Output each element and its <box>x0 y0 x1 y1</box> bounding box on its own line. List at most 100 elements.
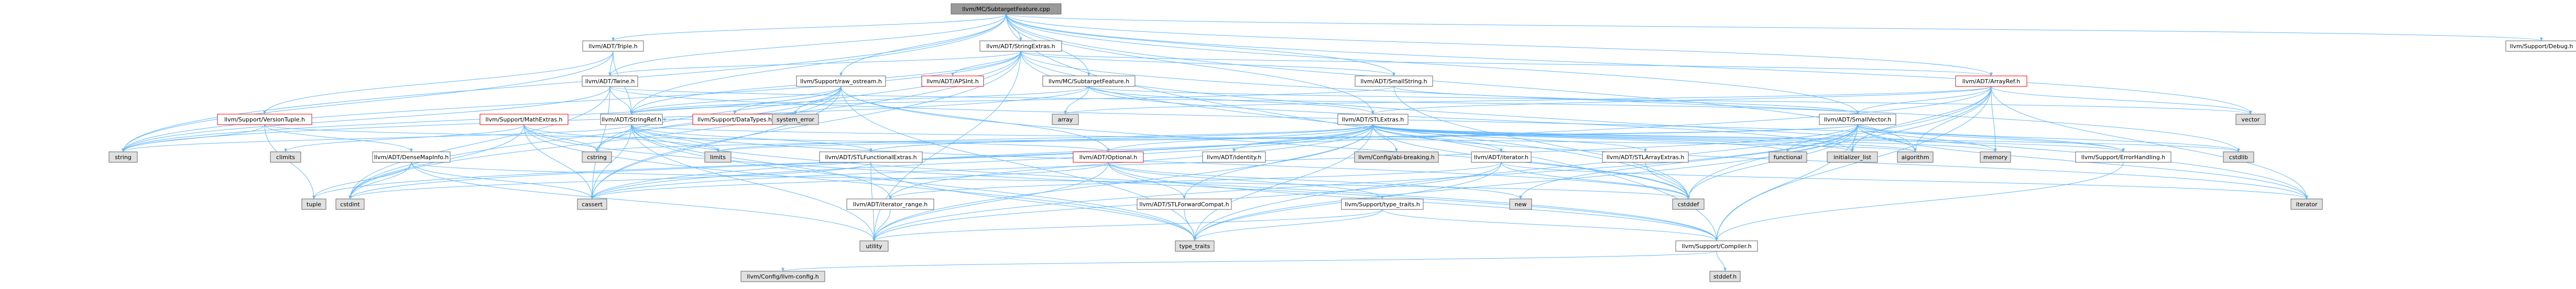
edge-stlextras-to-iterator <box>1372 124 1503 152</box>
node-box <box>2223 151 2254 163</box>
node-climits[interactable]: climits <box>270 151 301 163</box>
node-compiler[interactable]: llvm/Support/Compiler.h <box>1675 240 1758 252</box>
node-label: llvm/Support/type_traits.h <box>1345 201 1420 208</box>
node-identity[interactable]: llvm/ADT/identity.h <box>1202 151 1266 163</box>
edge-smallstring-to-cstddef <box>1393 86 1690 199</box>
edge-optional-to-stlforwardcompat <box>1108 162 1186 199</box>
node-subtargetfeature[interactable]: llvm/MC/SubtargetFeature.h <box>1042 75 1136 87</box>
node-box <box>600 114 663 125</box>
edge-root-to-triple <box>612 14 1007 41</box>
node-errorhandling[interactable]: llvm/Support/ErrorHandling.h <box>2075 151 2171 163</box>
node-initializer_list[interactable]: initializer_list <box>1827 151 1878 163</box>
edge-mathextras-to-cassert <box>523 124 594 199</box>
node-densemapinfo[interactable]: llvm/ADT/DenseMapInfo.h <box>372 151 451 163</box>
node-memory[interactable]: memory <box>1980 151 2011 163</box>
node-cstring[interactable]: cstring <box>582 151 612 163</box>
node-stringextras[interactable]: llvm/ADT/StringExtras.h <box>979 40 1062 52</box>
node-box <box>1471 151 1532 163</box>
edge-root-to-vector <box>1006 14 2252 115</box>
node-smallstring[interactable]: llvm/ADT/SmallString.h <box>1355 75 1433 87</box>
node-smallvector[interactable]: llvm/ADT/SmallVector.h <box>1819 114 1896 125</box>
node-box <box>2235 114 2266 125</box>
node-iterator[interactable]: llvm/ADT/iterator.h <box>1471 151 1532 163</box>
edge-smallvector-to-new <box>1519 124 1858 199</box>
node-label: cstdint <box>340 201 360 208</box>
node-stlextras[interactable]: llvm/ADT/STLExtras.h <box>1337 114 1409 125</box>
node-utility[interactable]: utility <box>859 240 889 252</box>
edge-stringref-to-iterator_range <box>631 124 892 199</box>
node-datatypes[interactable]: llvm/Support/DataTypes.h <box>692 114 777 125</box>
edge-layer <box>122 14 2543 272</box>
node-optional[interactable]: llvm/ADT/Optional.h <box>1073 151 1144 163</box>
node-label: llvm/ADT/Triple.h <box>588 43 637 50</box>
node-label: functional <box>1774 154 1803 161</box>
node-typetraits_h[interactable]: llvm/Support/type_traits.h <box>1341 198 1424 210</box>
node-root[interactable]: llvm/MC/SubtargetFeature.cpp <box>951 3 1062 15</box>
node-cassert[interactable]: cassert <box>577 198 607 210</box>
node-array[interactable]: array <box>1052 114 1079 125</box>
node-box <box>1709 271 1741 282</box>
node-apsint[interactable]: llvm/ADT/APSInt.h <box>921 75 984 87</box>
node-box <box>1042 75 1136 87</box>
edge-stlextras-to-errorhandling <box>1372 124 2125 152</box>
node-box <box>772 114 819 125</box>
node-iterator_sys[interactable]: iterator <box>2290 198 2323 210</box>
node-box <box>479 114 569 125</box>
node-label: llvm/ADT/Optional.h <box>1079 154 1137 161</box>
edge-densemapinfo-to-cstddef <box>411 162 1690 199</box>
node-algorithm[interactable]: algorithm <box>1897 151 1934 163</box>
edge-stringextras-to-arrayref <box>1020 51 1993 76</box>
node-stlforwardcompat[interactable]: llvm/ADT/STLForwardCompat.h <box>1137 198 1232 210</box>
edge-errorhandling-to-compiler <box>1715 162 2124 241</box>
node-vector[interactable]: vector <box>2235 114 2266 125</box>
node-box <box>372 151 451 163</box>
node-box <box>1073 151 1144 163</box>
node-arrayref[interactable]: llvm/ADT/ArrayRef.h <box>1955 75 2027 87</box>
node-new[interactable]: new <box>1509 198 1532 210</box>
node-type_traits[interactable]: type_traits <box>1175 240 1215 252</box>
node-stringref[interactable]: llvm/ADT/StringRef.h <box>600 114 663 125</box>
node-stddef[interactable]: stddef.h <box>1709 271 1741 282</box>
edge-subtargetfeature-to-array <box>1064 86 1089 115</box>
node-versiontuple[interactable]: llvm/Support/VersionTuple.h <box>217 114 312 125</box>
node-mathextras[interactable]: llvm/Support/MathExtras.h <box>479 114 569 125</box>
edge-versiontuple-to-densemapinfo <box>264 124 413 152</box>
edge-arrayref-to-cstddef <box>1687 86 1992 199</box>
node-label: llvm/ADT/APSInt.h <box>926 78 979 85</box>
node-box <box>1337 114 1409 125</box>
node-box <box>1137 198 1232 210</box>
node-box <box>1354 151 1439 163</box>
node-cstddef[interactable]: cstddef <box>1672 198 1705 210</box>
node-functional[interactable]: functional <box>1769 151 1807 163</box>
node-config_abi[interactable]: llvm/Config/abi-breaking.h <box>1354 151 1439 163</box>
node-box <box>1052 114 1079 125</box>
node-label: llvm/ADT/STLFunctionalExtras.h <box>825 154 916 161</box>
edge-smallvector-to-compiler <box>1715 124 1858 241</box>
node-string[interactable]: string <box>108 151 138 163</box>
node-triple[interactable]: llvm/ADT/Triple.h <box>582 40 644 52</box>
node-ostream[interactable]: llvm/Support/raw_ostream.h <box>796 75 886 87</box>
node-system_error[interactable]: system_error <box>772 114 819 125</box>
node-stlfunctionalextras[interactable]: llvm/ADT/STLFunctionalExtras.h <box>819 151 923 163</box>
node-stlarrayextras[interactable]: llvm/ADT/STLArrayExtras.h <box>1602 151 1689 163</box>
node-debug[interactable]: llvm/Support/Debug.h <box>2505 40 2576 52</box>
node-twine[interactable]: llvm/ADT/Twine.h <box>582 75 638 87</box>
edge-optional-to-cassert <box>591 162 1109 199</box>
node-tuple[interactable]: tuple <box>301 198 326 210</box>
edge-arrayref-to-algorithm <box>1914 86 1992 152</box>
node-limits[interactable]: limits <box>704 151 732 163</box>
node-label: initializer_list <box>1833 154 1872 161</box>
node-box <box>1341 198 1424 210</box>
node-cstdint[interactable]: cstdint <box>335 198 365 210</box>
node-box <box>582 151 612 163</box>
node-box <box>217 114 312 125</box>
node-label: llvm/Support/MathExtras.h <box>486 116 563 123</box>
edge-mathextras-to-cstring <box>523 124 598 152</box>
node-llvmconfig[interactable]: llvm/Config/llvm-config.h <box>740 271 825 282</box>
edge-arrayref-to-array <box>1064 86 1992 115</box>
node-cstdlib[interactable]: cstdlib <box>2223 151 2254 163</box>
edge-versiontuple-to-string <box>122 124 265 152</box>
node-iterator_range[interactable]: llvm/ADT/iterator_range.h <box>846 198 934 210</box>
edge-ostream-to-type_traits <box>841 86 1196 241</box>
node-box <box>1672 198 1705 210</box>
